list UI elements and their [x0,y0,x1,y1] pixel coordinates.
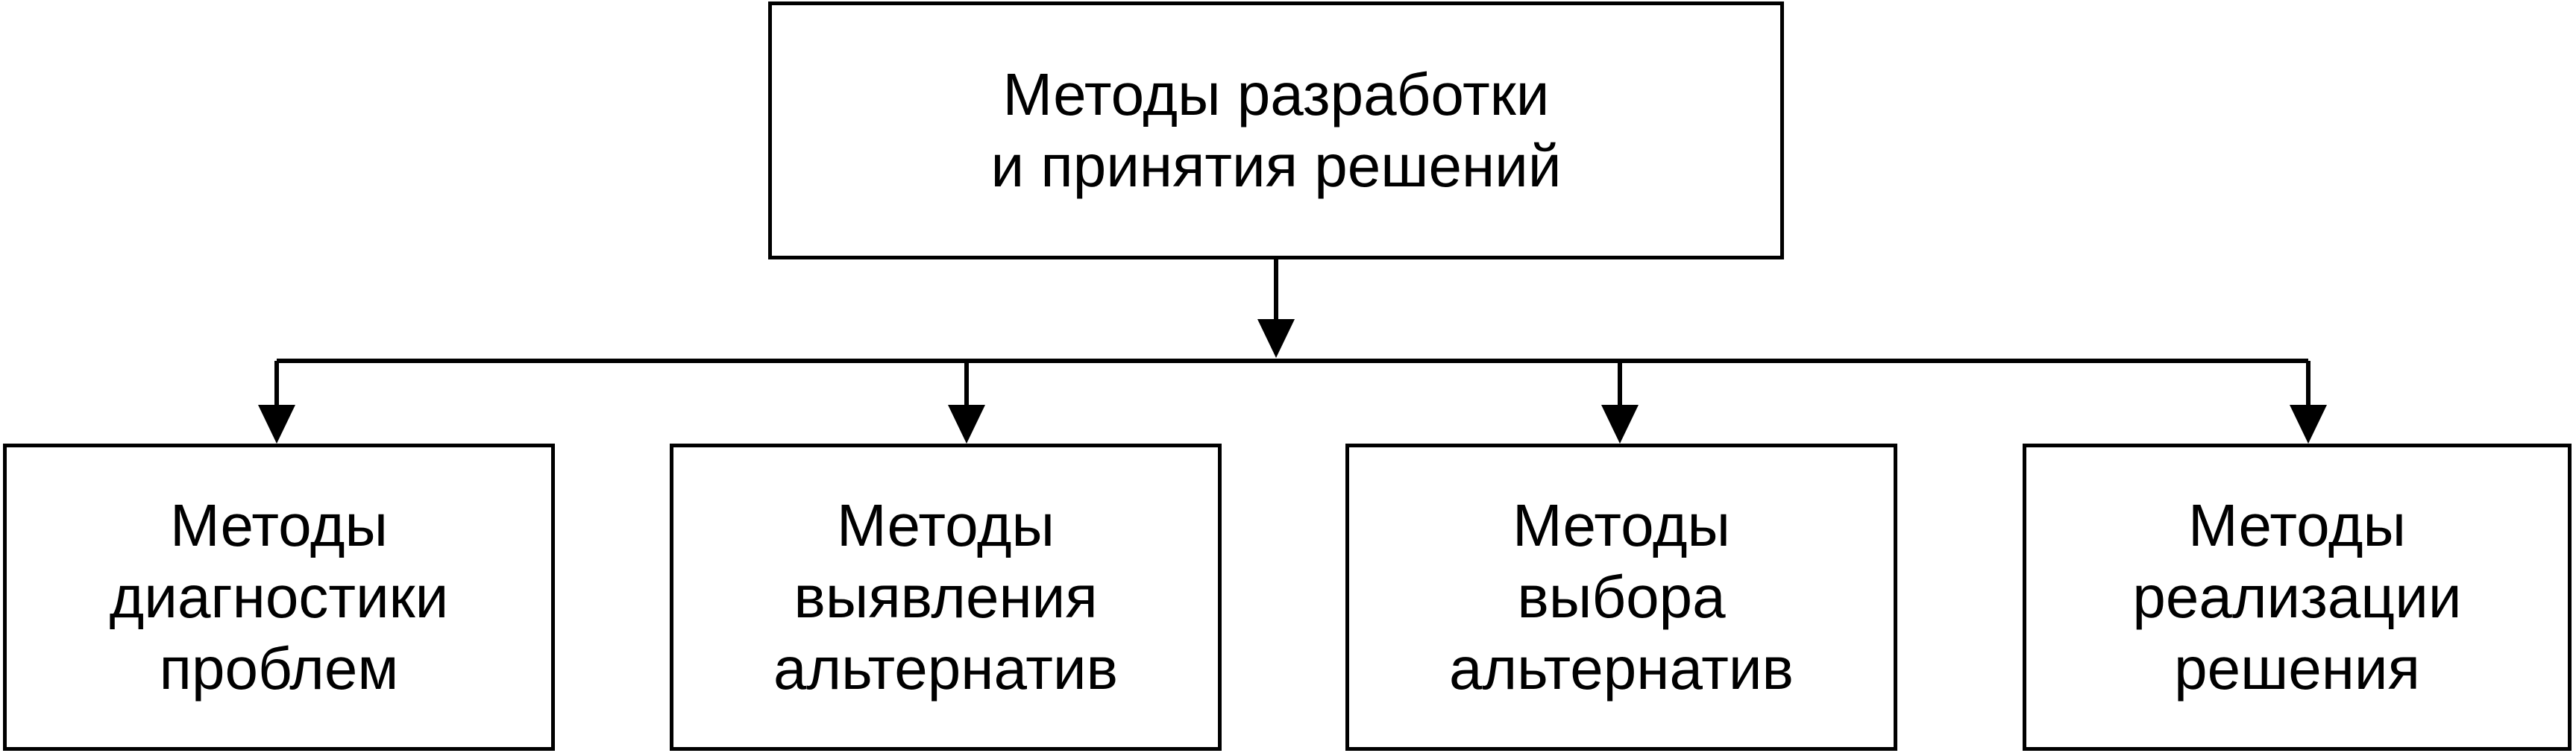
child-node-alternatives-selection: Методы выбора альтернатив [1345,444,1897,751]
child-node-alternatives-identification: Методы выявления альтернатив [670,444,1222,751]
child-node-diagnostics: Методы диагностики проблем [3,444,555,751]
root-node: Методы разработки и принятия решений [768,1,1784,259]
root-arrowhead-icon [1257,319,1295,358]
child-node-label: Методы выбора альтернатив [1448,492,1794,702]
arrowhead-child-2-icon [1601,405,1639,444]
arrowhead-child-1-icon [948,405,985,444]
child-node-label: Методы выявления альтернатив [773,492,1119,702]
child-node-label: Методы диагностики проблем [109,492,449,702]
arrowhead-child-3-icon [2290,405,2327,444]
arrowhead-child-0-icon [258,405,295,444]
root-node-label: Методы разработки и принятия решений [990,61,1562,199]
child-node-implementation: Методы реализации решения [2023,444,2572,751]
child-node-label: Методы реализации решения [2132,492,2462,702]
